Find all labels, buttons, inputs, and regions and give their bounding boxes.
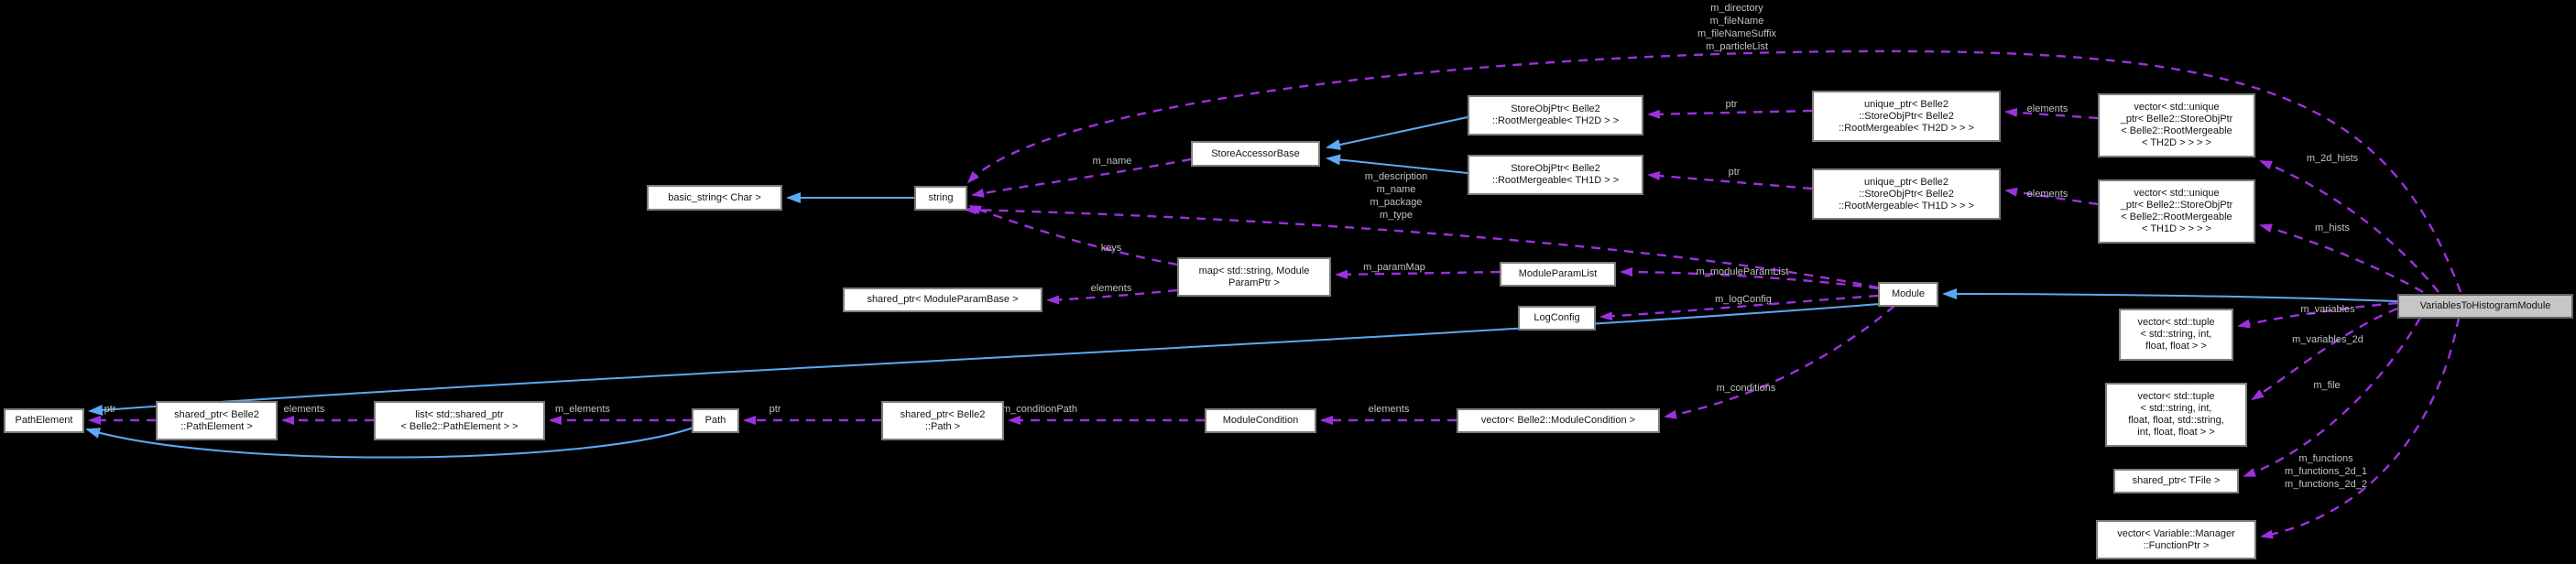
node-unique-ptr-th1d[interactable]: unique_ptr< Belle2 ::StoreObjPtr< Belle2… bbox=[1812, 168, 2001, 220]
edge-mpl-map bbox=[1335, 269, 1501, 279]
node-shared-path-element[interactable]: shared_ptr< Belle2 ::PathElement > bbox=[156, 401, 278, 440]
edge-store-obj-ptr-th1d-sab bbox=[1326, 154, 1468, 174]
edge-sab-string bbox=[971, 157, 1192, 198]
node-module-condition[interactable]: ModuleCondition bbox=[1205, 408, 1316, 433]
edge-module-log-config bbox=[1599, 294, 1879, 321]
node-shared-tfile[interactable]: shared_ptr< TFile > bbox=[2113, 469, 2239, 494]
edge-vec-th2d-unique-th2d bbox=[2004, 107, 2099, 120]
edge-store-obj-ptr-th2d-sab bbox=[1326, 116, 1468, 150]
node-string[interactable]: string bbox=[914, 186, 967, 211]
edge-unique-th2d-store-th2d bbox=[1647, 109, 1813, 119]
node-list-shared-path-element[interactable]: list< std::shared_ptr < Belle2::PathElem… bbox=[374, 401, 545, 440]
node-store-accessor-base[interactable]: StoreAccessorBase bbox=[1191, 141, 1320, 167]
edge-vthm-vec-tuple4 bbox=[2237, 301, 2398, 329]
edge-vthm-vec-th2d bbox=[2259, 159, 2440, 293]
node-vec-tuple8[interactable]: vector< std::tuple < std::string, int, f… bbox=[2105, 383, 2247, 447]
node-log-config[interactable]: LogConfig bbox=[1518, 306, 1596, 331]
node-path[interactable]: Path bbox=[692, 408, 739, 433]
edge-vthm-string bbox=[966, 49, 2462, 293]
edge-map-string bbox=[968, 204, 1178, 266]
edge-module-mpl bbox=[1620, 267, 1879, 290]
edge-module-path-element bbox=[88, 303, 1881, 416]
node-vec-unique-th2d[interactable]: vector< std::unique _ptr< Belle2::StoreO… bbox=[2098, 93, 2255, 157]
edge-unique-th1d-store-th1d bbox=[1647, 171, 1813, 190]
node-vec-tuple4[interactable]: vector< std::tuple < std::string, int, f… bbox=[2119, 309, 2233, 361]
edge-module-vec-mc bbox=[1664, 305, 1895, 419]
edge-vec-th1d-unique-th1d bbox=[2004, 187, 2099, 206]
node-path-element[interactable]: PathElement bbox=[4, 408, 84, 433]
node-variables-to-histogram-module: VariablesToHistogramModule bbox=[2397, 294, 2573, 319]
edge-map-shared-mpb bbox=[1046, 288, 1178, 305]
node-basic-string[interactable]: basic_string< Char > bbox=[647, 185, 782, 211]
node-vec-unique-th1d[interactable]: vector< std::unique _ptr< Belle2::StoreO… bbox=[2098, 179, 2255, 244]
node-vec-module-condition[interactable]: vector< Belle2::ModuleCondition > bbox=[1457, 408, 1660, 433]
node-module[interactable]: Module bbox=[1878, 282, 1938, 307]
node-shared-module-param-base[interactable]: shared_ptr< ModuleParamBase > bbox=[843, 287, 1042, 312]
edge-vthm-vec-function-ptr bbox=[2260, 317, 2461, 539]
edge-vthm-vec-th1d bbox=[2259, 223, 2424, 294]
node-vec-function-ptr[interactable]: vector< Variable::Manager ::FunctionPtr … bbox=[2096, 520, 2256, 559]
edge-vthm-shared-tfile bbox=[2243, 317, 2422, 478]
node-shared-path[interactable]: shared_ptr< Belle2 ::Path > bbox=[881, 401, 1004, 440]
node-unique-ptr-th2d[interactable]: unique_ptr< Belle2 ::StoreObjPtr< Belle2… bbox=[1812, 91, 2001, 142]
edge-vthm-vec-tuple8 bbox=[2251, 307, 2398, 401]
edge-path-path-element bbox=[85, 427, 694, 459]
node-module-param-list[interactable]: ModuleParamList bbox=[1500, 262, 1616, 287]
node-store-obj-ptr-th1d[interactable]: StoreObjPtr< Belle2 ::RootMergeable< TH1… bbox=[1468, 155, 1643, 195]
edge-vthm-module bbox=[1942, 288, 2398, 302]
node-store-obj-ptr-th2d[interactable]: StoreObjPtr< Belle2 ::RootMergeable< TH2… bbox=[1468, 95, 1643, 136]
node-map-param[interactable]: map< std::string, Module ParamPtr > bbox=[1177, 257, 1331, 297]
